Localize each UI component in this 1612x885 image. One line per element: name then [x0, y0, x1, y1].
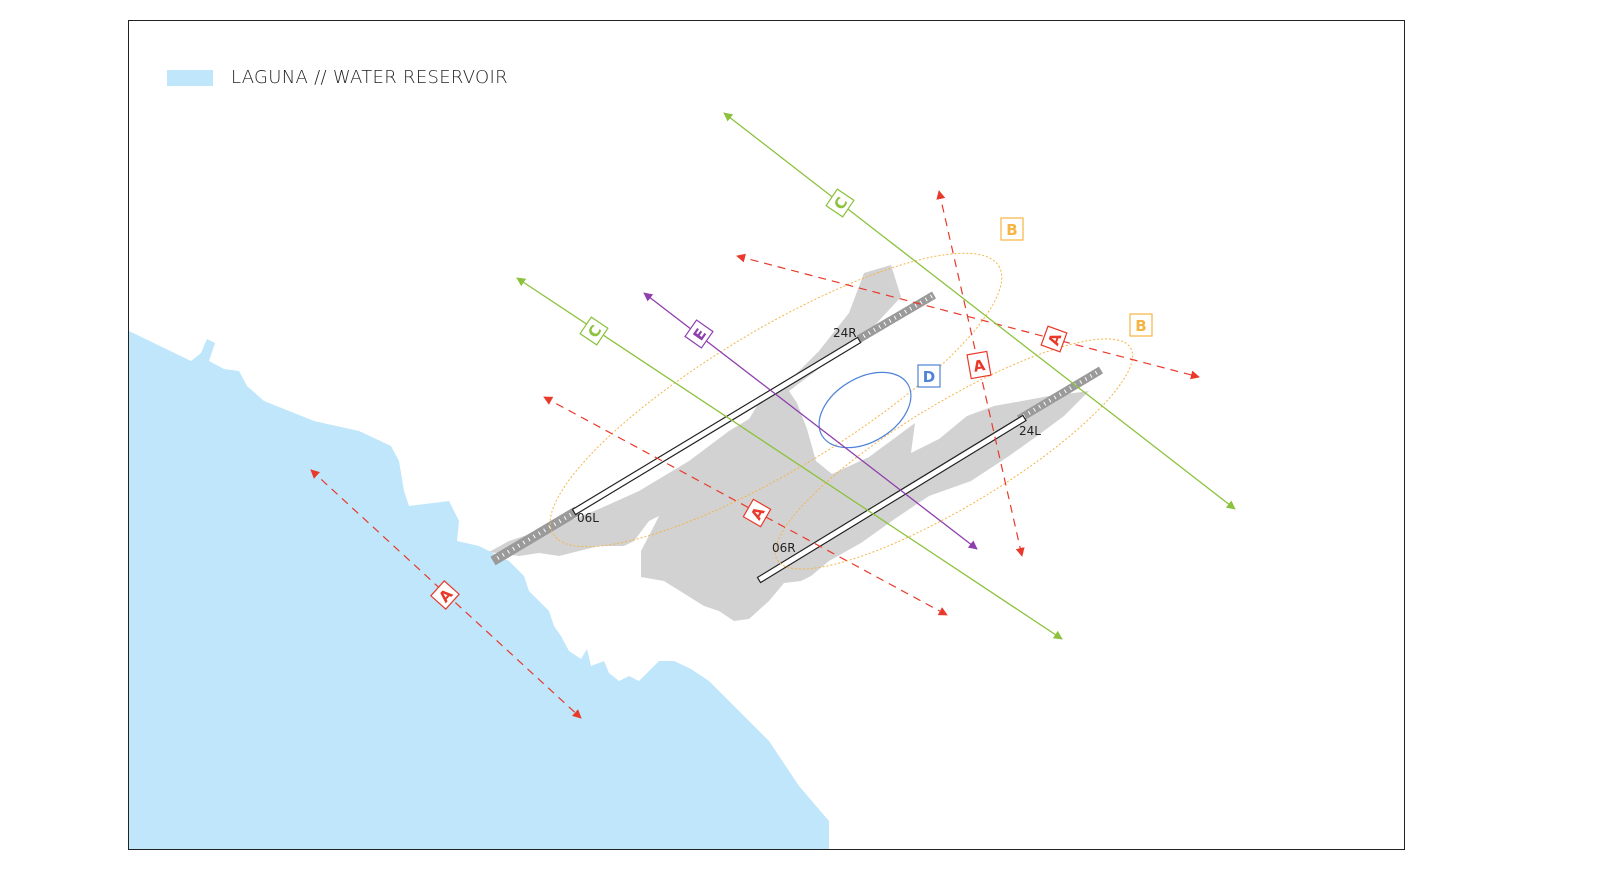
- svg-text:B: B: [1006, 221, 1017, 239]
- runway-label-24l: 24L: [1019, 424, 1041, 438]
- zone-c-tag-2: C: [825, 188, 855, 218]
- runway-label-24r: 24R: [833, 326, 857, 340]
- zone-e-tag: E: [684, 319, 714, 349]
- zone-c-arrow-2: [723, 112, 1236, 510]
- svg-text:A: A: [972, 356, 987, 376]
- zone-a-tag-upper: A: [1040, 325, 1068, 353]
- legend-label: LAGUNA // WATER RESERVOIR: [231, 67, 508, 88]
- zone-a-tag-coast: A: [430, 580, 460, 610]
- svg-text:B: B: [1135, 317, 1146, 335]
- runway-label-06l: 06L: [577, 511, 599, 525]
- map-frame: LAGUNA // WATER RESERVOIR 06L 24R 06R 24…: [128, 20, 1405, 850]
- zone-a-tag-lower: A: [742, 498, 772, 528]
- legend-water-swatch: [167, 69, 213, 86]
- airport-map: 06L 24R 06R 24L A A: [129, 112, 1236, 849]
- zone-d-tag: D: [917, 364, 941, 388]
- legend: LAGUNA // WATER RESERVOIR: [167, 67, 508, 88]
- zone-c-tag-1: C: [579, 316, 609, 346]
- zone-b-tag-1: B: [1000, 217, 1024, 241]
- zone-a-tag-vertical: A: [966, 350, 992, 380]
- zone-b-tag-2: B: [1129, 313, 1153, 337]
- svg-text:D: D: [923, 368, 935, 386]
